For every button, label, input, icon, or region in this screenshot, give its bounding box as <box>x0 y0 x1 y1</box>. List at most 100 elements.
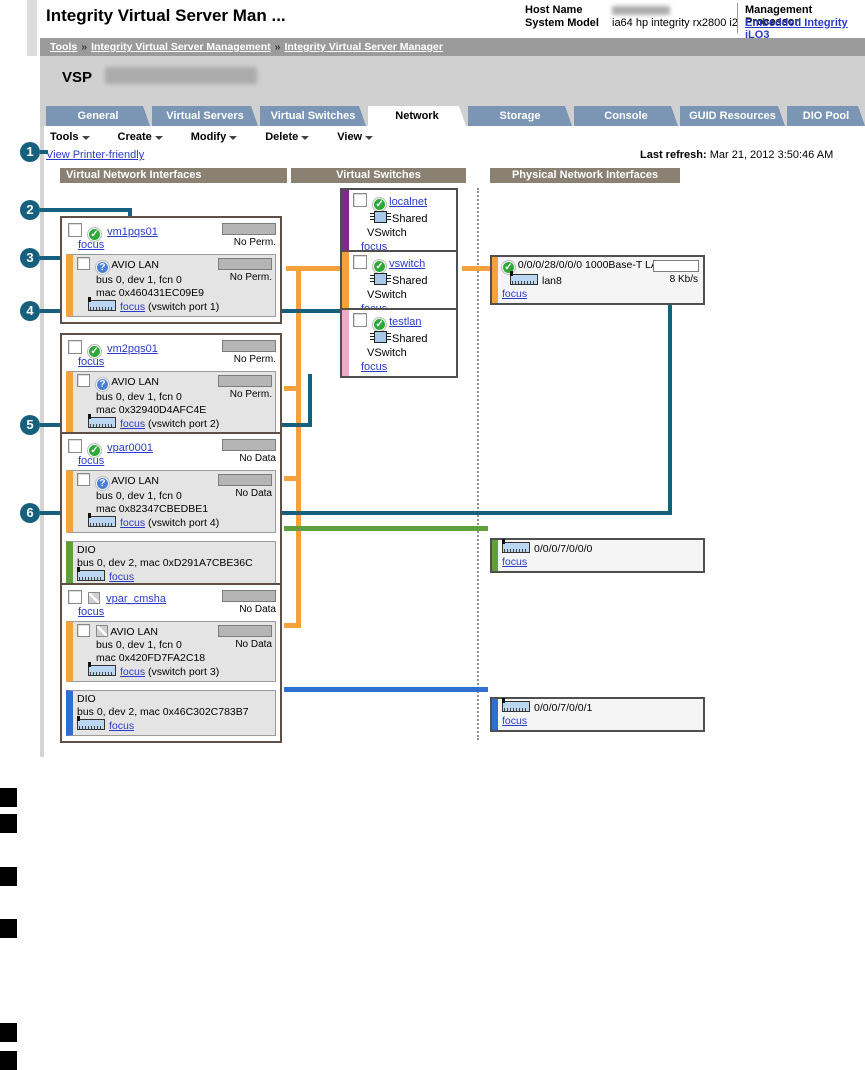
menu-delete[interactable]: Delete <box>265 131 310 143</box>
avio-lan-box: ? AVIO LAN No Perm. bus 0, dev 1, fcn 0 … <box>66 371 276 434</box>
focus-link[interactable]: focus <box>502 556 528 568</box>
vswitch-port-label: (vswitch port 2) <box>148 418 220 430</box>
meter-caption: No Data <box>239 453 276 464</box>
callout-6-line <box>40 511 672 515</box>
focus-link[interactable]: focus <box>120 418 146 430</box>
menu-tools[interactable]: Tools <box>50 131 90 143</box>
host-name-label: Host Name <box>525 4 583 16</box>
tab-storage[interactable]: Storage <box>468 106 572 126</box>
callout-5: 5 <box>20 415 40 435</box>
focus-link[interactable]: focus <box>120 301 146 313</box>
app-title: Integrity Virtual Server Man ... <box>46 6 286 25</box>
redacted-vsp-hostname <box>105 67 257 84</box>
meter-caption: No Data <box>235 488 272 499</box>
column-header-virtual-network-interfaces: Virtual Network Interfaces <box>60 168 287 183</box>
vswitch-icon <box>370 273 391 285</box>
breadcrumb-ivsm-link[interactable]: Integrity Virtual Server Management <box>91 41 271 53</box>
vswitch-checkbox[interactable] <box>353 313 367 327</box>
tab-dio-pool[interactable]: DIO Pool <box>787 106 865 126</box>
dio-blue-connector <box>284 687 488 692</box>
view-printer-friendly-link[interactable]: View Printer-friendly <box>46 149 145 161</box>
port1-connector <box>286 266 340 271</box>
avio-lan-box: AVIO LAN No Data bus 0, dev 1, fcn 0 mac… <box>66 621 276 682</box>
focus-link[interactable]: focus <box>109 720 135 732</box>
focus-link[interactable]: focus <box>78 356 105 368</box>
tab-console[interactable]: Console <box>574 106 678 126</box>
vswitch-name-link[interactable]: testlan <box>389 316 422 328</box>
menu-create[interactable]: Create <box>118 131 164 143</box>
column-header-physical-network-interfaces: Physical Network Interfaces <box>490 168 680 183</box>
nic-checkbox[interactable] <box>77 624 90 637</box>
vm-checkbox[interactable] <box>68 340 82 354</box>
tab-virtual-switches[interactable]: Virtual Switches <box>260 106 366 126</box>
column-header-virtual-switches: Virtual Switches <box>291 168 466 183</box>
callout-3-line <box>40 256 74 260</box>
meter-caption: No Data <box>239 604 276 615</box>
nic-type-label: AVIO LAN <box>111 259 159 271</box>
nic-checkbox[interactable] <box>77 473 90 486</box>
focus-link[interactable]: focus <box>78 606 105 618</box>
status-ok-icon: ✓ <box>373 260 387 273</box>
status-ok-icon: ✓ <box>373 198 387 211</box>
callout-1-line <box>40 150 48 154</box>
vswitch-checkbox[interactable] <box>353 255 367 269</box>
breadcrumb-tools-link[interactable]: Tools <box>50 41 78 53</box>
status-ok-icon: ✓ <box>373 318 387 331</box>
vswitch-to-lan8-connector <box>462 266 490 271</box>
focus-link[interactable]: focus <box>502 288 528 300</box>
dio-bus-info: bus 0, dev 2, mac 0x46C302C783B7 <box>77 706 249 718</box>
nic-icon <box>510 271 538 285</box>
menu-modify[interactable]: Modify <box>191 131 238 143</box>
nic-checkbox[interactable] <box>77 257 90 270</box>
management-processor-label: Management Processor <box>745 4 813 28</box>
tab-virtual-servers[interactable]: Virtual Servers <box>152 106 258 126</box>
system-model-value: ia64 hp integrity rx2800 i2 <box>612 17 738 29</box>
header-divider <box>737 3 738 33</box>
meter-caption: No Perm. <box>233 237 276 248</box>
tab-network[interactable]: Network <box>368 106 466 126</box>
redacted-block <box>0 1051 17 1070</box>
vm-name-link[interactable]: vm2pqs01 <box>107 343 158 355</box>
vswitch-name-link[interactable]: localnet <box>389 196 428 208</box>
tab-general[interactable]: General <box>46 106 150 126</box>
pnic-card-0-0-0-7-0-0-0: 0/0/0/7/0/0/0 focus <box>490 538 705 573</box>
status-unknown-icon <box>95 625 108 637</box>
callout-6-line <box>668 295 672 515</box>
vm-checkbox[interactable] <box>68 590 82 604</box>
dio-title: DIO <box>77 693 96 705</box>
nic-type-label: AVIO LAN <box>110 626 158 638</box>
nic-icon <box>88 662 116 676</box>
nic-checkbox[interactable] <box>77 374 90 387</box>
vswitch-checkbox[interactable] <box>353 193 367 207</box>
breadcrumb-manager-link[interactable]: Integrity Virtual Server Manager <box>284 41 443 53</box>
focus-link[interactable]: focus <box>78 455 105 467</box>
focus-link[interactable]: focus <box>109 571 135 583</box>
vm-name-link[interactable]: vpar0001 <box>107 442 153 454</box>
utilization-meter <box>218 258 272 270</box>
utilization-meter <box>218 625 272 637</box>
vswitch-icon <box>370 211 391 223</box>
callout-1: 1 <box>20 142 40 162</box>
dio-green-connector <box>284 526 488 531</box>
focus-link[interactable]: focus <box>120 666 146 678</box>
vswitch-type-label: Shared VSwitch <box>367 333 428 359</box>
meter-caption: No Perm. <box>233 354 276 365</box>
column-divider-dotted <box>477 188 479 740</box>
last-refresh-value: Mar 21, 2012 3:50:46 AM <box>709 149 834 161</box>
vm-name-link[interactable]: vpar_cmsha <box>106 593 167 605</box>
focus-link[interactable]: focus <box>120 517 146 529</box>
vm-checkbox[interactable] <box>68 439 82 453</box>
status-ok-icon: ✓ <box>502 261 515 274</box>
nic-mac-info: mac 0x420FD7FA2C18 <box>96 652 206 664</box>
focus-link[interactable]: focus <box>361 361 388 373</box>
status-ok-icon: ✓ <box>88 444 102 457</box>
redacted-block <box>0 1023 17 1042</box>
menu-view[interactable]: View <box>337 131 374 143</box>
utilization-meter <box>218 375 272 387</box>
tab-guid-resources[interactable]: GUID Resources <box>680 106 785 126</box>
focus-link[interactable]: focus <box>78 239 105 251</box>
focus-link[interactable]: focus <box>502 715 528 727</box>
vm-checkbox[interactable] <box>68 223 82 237</box>
vm-name-link[interactable]: vm1pqs01 <box>107 226 158 238</box>
vswitch-name-link[interactable]: vswitch <box>389 258 426 270</box>
